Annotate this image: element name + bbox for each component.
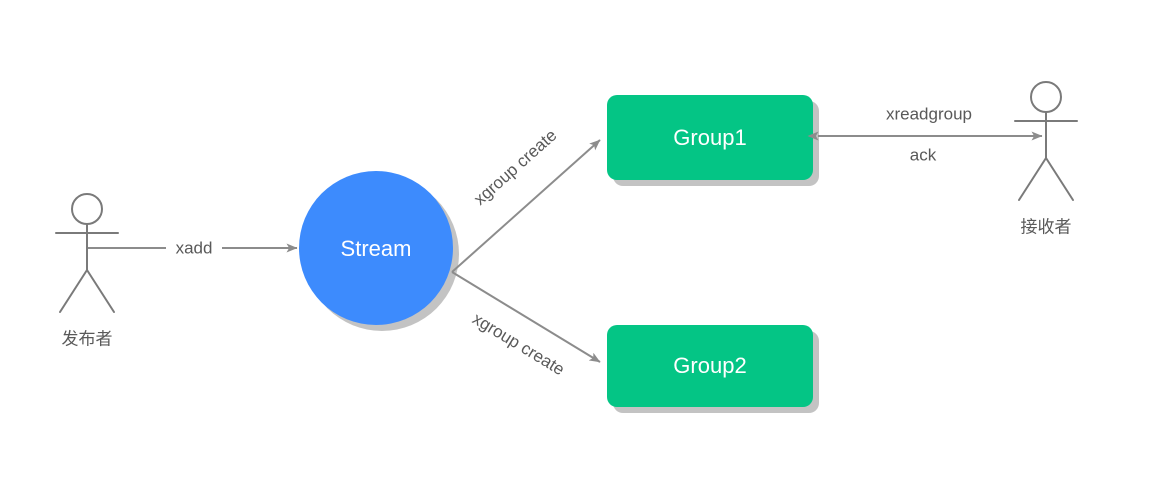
edge-label-xgroup-create-1: xgroup create	[470, 126, 560, 209]
edge-label-xgroup-create-2: xgroup create	[469, 309, 568, 379]
receiver-leg-right	[1045, 157, 1074, 201]
edge-line-stream-group1	[451, 139, 601, 273]
edge-group1-receiver: xreadgroup ack	[807, 104, 1043, 164]
publisher-leg-left	[59, 269, 88, 313]
edge-stream-to-group1: xgroup create	[451, 126, 601, 273]
edge-label-ack: ack	[910, 145, 937, 164]
group1-rect[interactable]	[607, 95, 813, 180]
edge-line-stream-group2	[451, 271, 601, 363]
node-group2[interactable]: Group2	[607, 325, 813, 407]
edge-publisher-to-stream: xadd	[88, 238, 298, 257]
receiver-leg-left	[1018, 157, 1047, 201]
edge-label-xadd: xadd	[176, 238, 213, 257]
actor-receiver[interactable]: 接收者	[1014, 81, 1078, 236]
group1-label: Group1	[673, 125, 746, 150]
receiver-head-icon	[1030, 81, 1062, 113]
node-group1[interactable]: Group1	[607, 95, 813, 180]
node-stream[interactable]: Stream	[299, 171, 453, 325]
stream-circle[interactable]	[299, 171, 453, 325]
publisher-leg-right	[86, 269, 115, 313]
receiver-label: 接收者	[1021, 217, 1072, 236]
publisher-label: 发布者	[62, 329, 113, 348]
publisher-head-icon	[71, 193, 103, 225]
group2-rect[interactable]	[607, 325, 813, 407]
edge-stream-to-group2: xgroup create	[451, 271, 601, 379]
actor-publisher[interactable]: 发布者	[55, 193, 119, 348]
stream-label: Stream	[341, 236, 412, 261]
edge-label-xreadgroup: xreadgroup	[886, 104, 972, 123]
group2-label: Group2	[673, 353, 746, 378]
